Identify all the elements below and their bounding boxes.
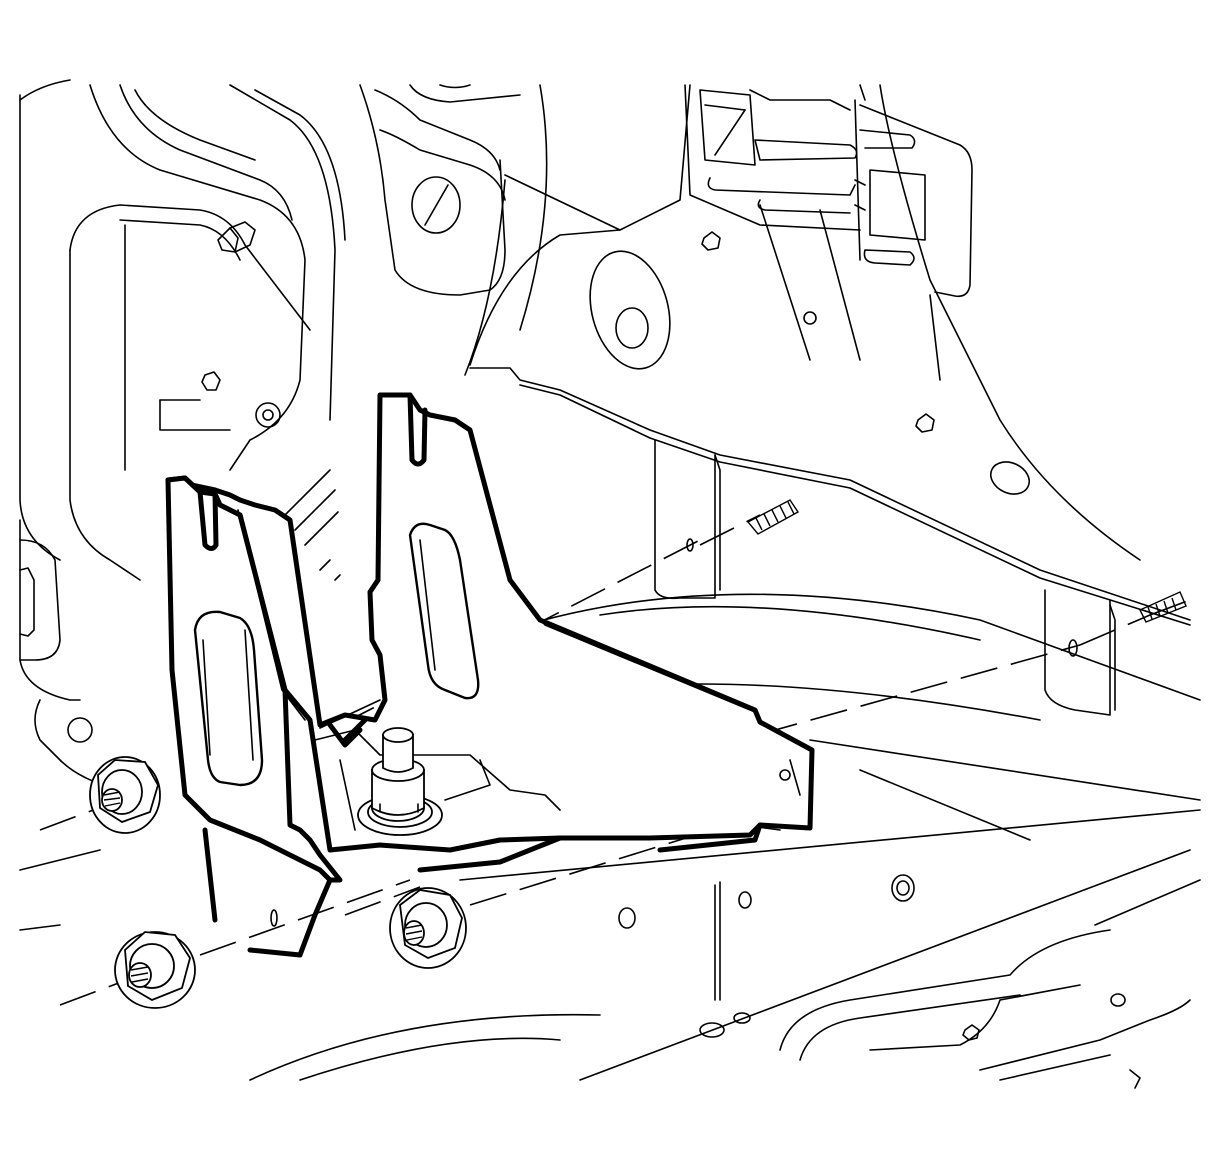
nut-lower-left xyxy=(114,931,196,1009)
nut-center xyxy=(389,887,467,969)
round-boss xyxy=(469,229,1191,626)
upper-right-panel xyxy=(504,84,1141,561)
left-side-panel xyxy=(19,519,121,931)
center-body-panel xyxy=(359,84,548,376)
nut-upper-left xyxy=(89,756,161,834)
mounting-bracket xyxy=(165,392,815,958)
bracket-stud xyxy=(357,727,443,836)
right-support-panels xyxy=(654,439,1116,716)
threaded-stud-far-right xyxy=(1139,591,1187,623)
upper-stud xyxy=(217,221,256,253)
threaded-stud-upper-right xyxy=(746,499,800,535)
left-body-panel xyxy=(19,79,346,581)
